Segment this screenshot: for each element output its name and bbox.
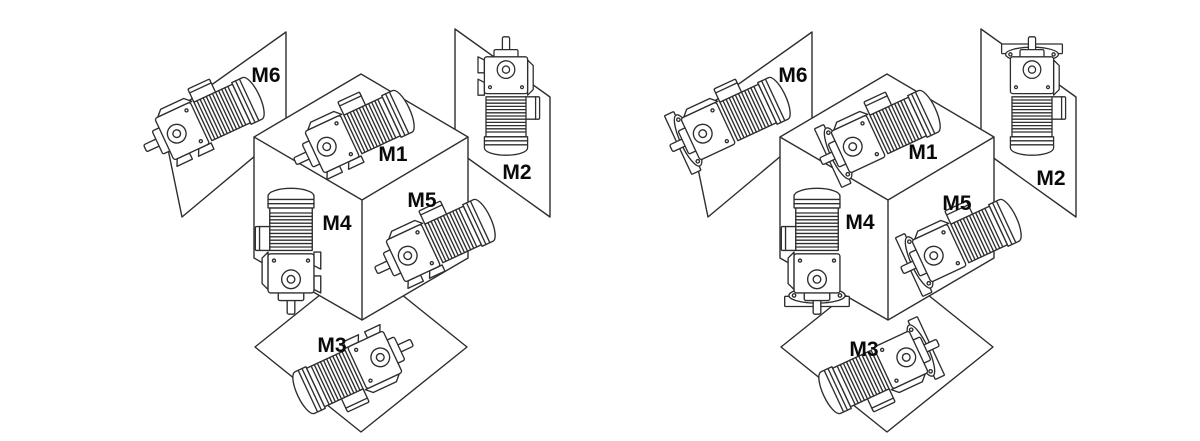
label-m4-left: M4	[322, 212, 351, 235]
label-m2-left: M2	[502, 161, 531, 184]
diagram-foot-mounted: M1 M2 M3 M4 M5 M6	[130, 28, 551, 433]
diagram-flange-mounted: M1 M2 M3 M4 M5 M6	[656, 28, 1077, 433]
label-m1-left: M1	[378, 143, 407, 166]
label-m6-right: M6	[778, 64, 807, 87]
label-m5-left: M5	[407, 189, 436, 212]
label-m6-left: M6	[251, 64, 280, 87]
label-m3-left: M3	[317, 334, 346, 357]
label-m4-right: M4	[845, 211, 874, 234]
label-m5-right: M5	[942, 192, 971, 215]
label-m1-right: M1	[908, 141, 937, 164]
label-m3-right: M3	[849, 338, 878, 361]
label-m2-right: M2	[1036, 167, 1065, 190]
